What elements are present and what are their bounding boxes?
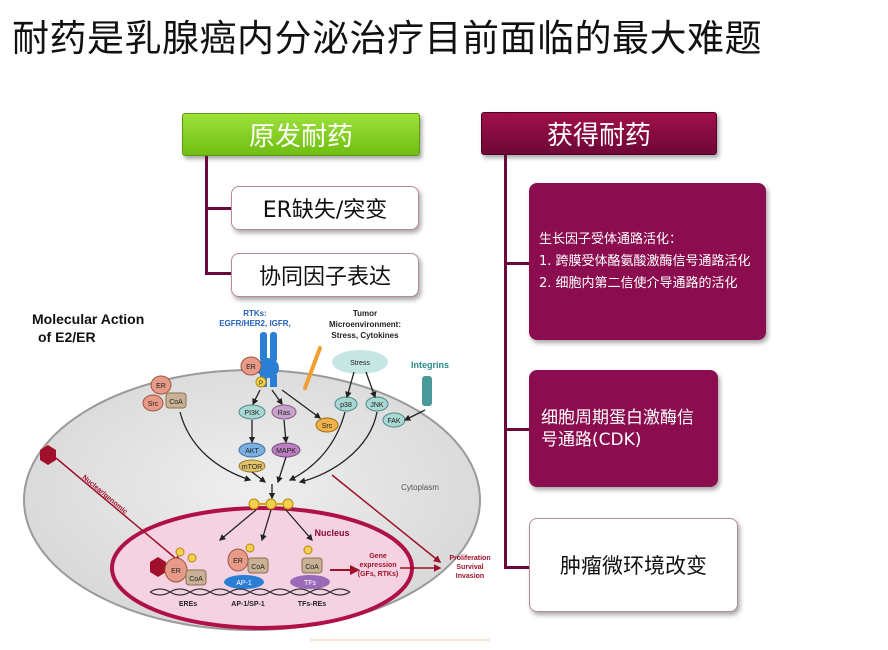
rtk-p-node: P xyxy=(255,376,267,388)
ap1-sp1-label: AP-1/SP-1 xyxy=(231,601,265,608)
svg-text:JNK: JNK xyxy=(370,402,384,409)
page-title: 耐药是乳腺癌内分泌治疗目前面临的最大难题 xyxy=(12,17,762,60)
gene-expression-label-3: (GFs, RTKs) xyxy=(358,571,398,578)
mtor-node: mTOR xyxy=(238,459,266,473)
svg-text:Stress: Stress xyxy=(350,360,370,367)
growth-factor-heading: 生长因子受体通路活化： xyxy=(539,231,683,247)
acquired-resistance-header: 获得耐药 xyxy=(481,112,717,155)
svg-text:ER: ER xyxy=(156,383,166,390)
rtks-label-2: EGFR/HER2, IGFR, xyxy=(219,319,291,328)
svg-text:CoA: CoA xyxy=(189,576,203,583)
nucleus-coa-tfs-complex: CoA TFs xyxy=(290,545,330,589)
integrin-receptor xyxy=(422,376,432,406)
svg-text:ER: ER xyxy=(171,568,181,575)
svg-text:P: P xyxy=(259,381,263,387)
svg-text:Ras: Ras xyxy=(278,410,291,417)
nucleus-label: Nucleus xyxy=(314,528,349,538)
stress-cloud: Stress xyxy=(332,350,388,374)
svg-text:TFs: TFs xyxy=(304,580,317,587)
svg-text:p38: p38 xyxy=(340,402,352,409)
left-branch-connector-2 xyxy=(205,272,231,275)
cytokine-rod xyxy=(303,346,322,390)
tumor-label-3: Stress, Cytokines xyxy=(331,331,399,340)
akt-node: AKT xyxy=(238,442,266,458)
cdk-pathway-box: 细胞周期蛋白激酶信号通路(CDK) xyxy=(529,370,718,487)
right-branch-connector-3 xyxy=(504,566,529,569)
growth-factor-item-1: 1. 跨膜受体酪氨酸激酶信号通路活化 xyxy=(539,253,751,269)
ras-node: Ras xyxy=(271,404,297,420)
gene-expression-label-1: Gene xyxy=(369,553,387,560)
svg-text:ER: ER xyxy=(246,364,256,371)
growth-factor-item-2: 2. 细胞内第二信使介导通路的活化 xyxy=(539,275,738,291)
right-branch-connector-2 xyxy=(504,428,529,431)
diagram-title-line1: Molecular Action xyxy=(32,311,144,327)
rtks-label-1: RTKs: xyxy=(243,309,267,318)
tumor-label-1: Tumor xyxy=(353,309,377,318)
svg-text:mTOR: mTOR xyxy=(242,464,262,471)
proliferation-label-2: Survival xyxy=(456,564,483,571)
dna-strand-2 xyxy=(149,588,351,596)
signal-arrows xyxy=(179,371,426,500)
e2-hexagon-nucleus xyxy=(150,557,166,577)
e2-er-molecular-diagram: Molecular Action of E2/ER RTKs: EGFR/HER… xyxy=(23,309,491,641)
growth-factor-pathway-box: 生长因子受体通路活化： 1. 跨膜受体酪氨酸激酶信号通路活化 2. 细胞内第二信… xyxy=(529,183,766,340)
diagram-title-line2: of E2/ER xyxy=(38,329,96,345)
tfs-res-label: TFs-REs xyxy=(298,601,327,608)
left-branch-vertical-line xyxy=(205,156,208,274)
coregulator-expression-box: 协同因子表达 xyxy=(231,253,419,297)
primary-resistance-header: 原发耐药 xyxy=(182,113,420,156)
svg-text:Src: Src xyxy=(322,423,333,430)
cytoplasm-label: Cytoplasm xyxy=(401,483,439,492)
integrins-label: Integrins xyxy=(411,360,449,370)
right-branch-vertical-line xyxy=(504,155,507,568)
svg-text:Src: Src xyxy=(148,401,159,408)
svg-text:MAPK: MAPK xyxy=(276,448,296,455)
nucleus-arrows xyxy=(219,509,313,542)
tumor-label-2: Microenvironment: xyxy=(329,320,401,329)
phosphorylation-trio xyxy=(248,498,294,510)
mapk-node: MAPK xyxy=(271,442,301,458)
proliferation-label-1: Proliferation xyxy=(449,555,490,562)
svg-text:CoA: CoA xyxy=(169,399,183,406)
e2-hexagon-cytoplasm xyxy=(40,445,56,465)
er-loss-mutation-box: ER缺失/突变 xyxy=(231,186,419,230)
svg-text:CoA: CoA xyxy=(251,564,265,571)
p38-node: p38 xyxy=(334,396,358,412)
eres-label: EREs xyxy=(179,601,197,608)
proliferation-label-3: Invasion xyxy=(456,573,484,580)
svg-text:AP-1: AP-1 xyxy=(236,580,252,587)
jnk-node: JNK xyxy=(365,396,389,412)
cytoplasm-er-complex: ER Src CoA xyxy=(142,375,187,412)
nucleus-er-complex-2: ER CoA AP-1 xyxy=(224,543,269,589)
right-branch-connector-1 xyxy=(504,262,529,265)
pi3k-node: PI3K xyxy=(238,404,266,420)
proliferation-arrow-1 xyxy=(331,474,442,563)
membrane-er-node: ER xyxy=(240,356,262,376)
svg-text:CoA: CoA xyxy=(305,564,319,571)
left-branch-connector-1 xyxy=(205,207,231,210)
svg-text:FAK: FAK xyxy=(387,418,401,425)
src-node-right: Src xyxy=(315,417,339,433)
svg-text:ER: ER xyxy=(233,558,243,565)
gene-expression-label-2: expression xyxy=(360,562,397,569)
nuclear-genomic-arrow xyxy=(55,457,182,563)
svg-text:AKT: AKT xyxy=(245,448,259,455)
fak-node: FAK xyxy=(382,412,406,428)
svg-text:PI3K: PI3K xyxy=(244,410,260,417)
tumor-microenvironment-box: 肿瘤微环境改变 xyxy=(529,518,738,612)
nucleus-er-complex-1: ER CoA xyxy=(164,547,207,586)
